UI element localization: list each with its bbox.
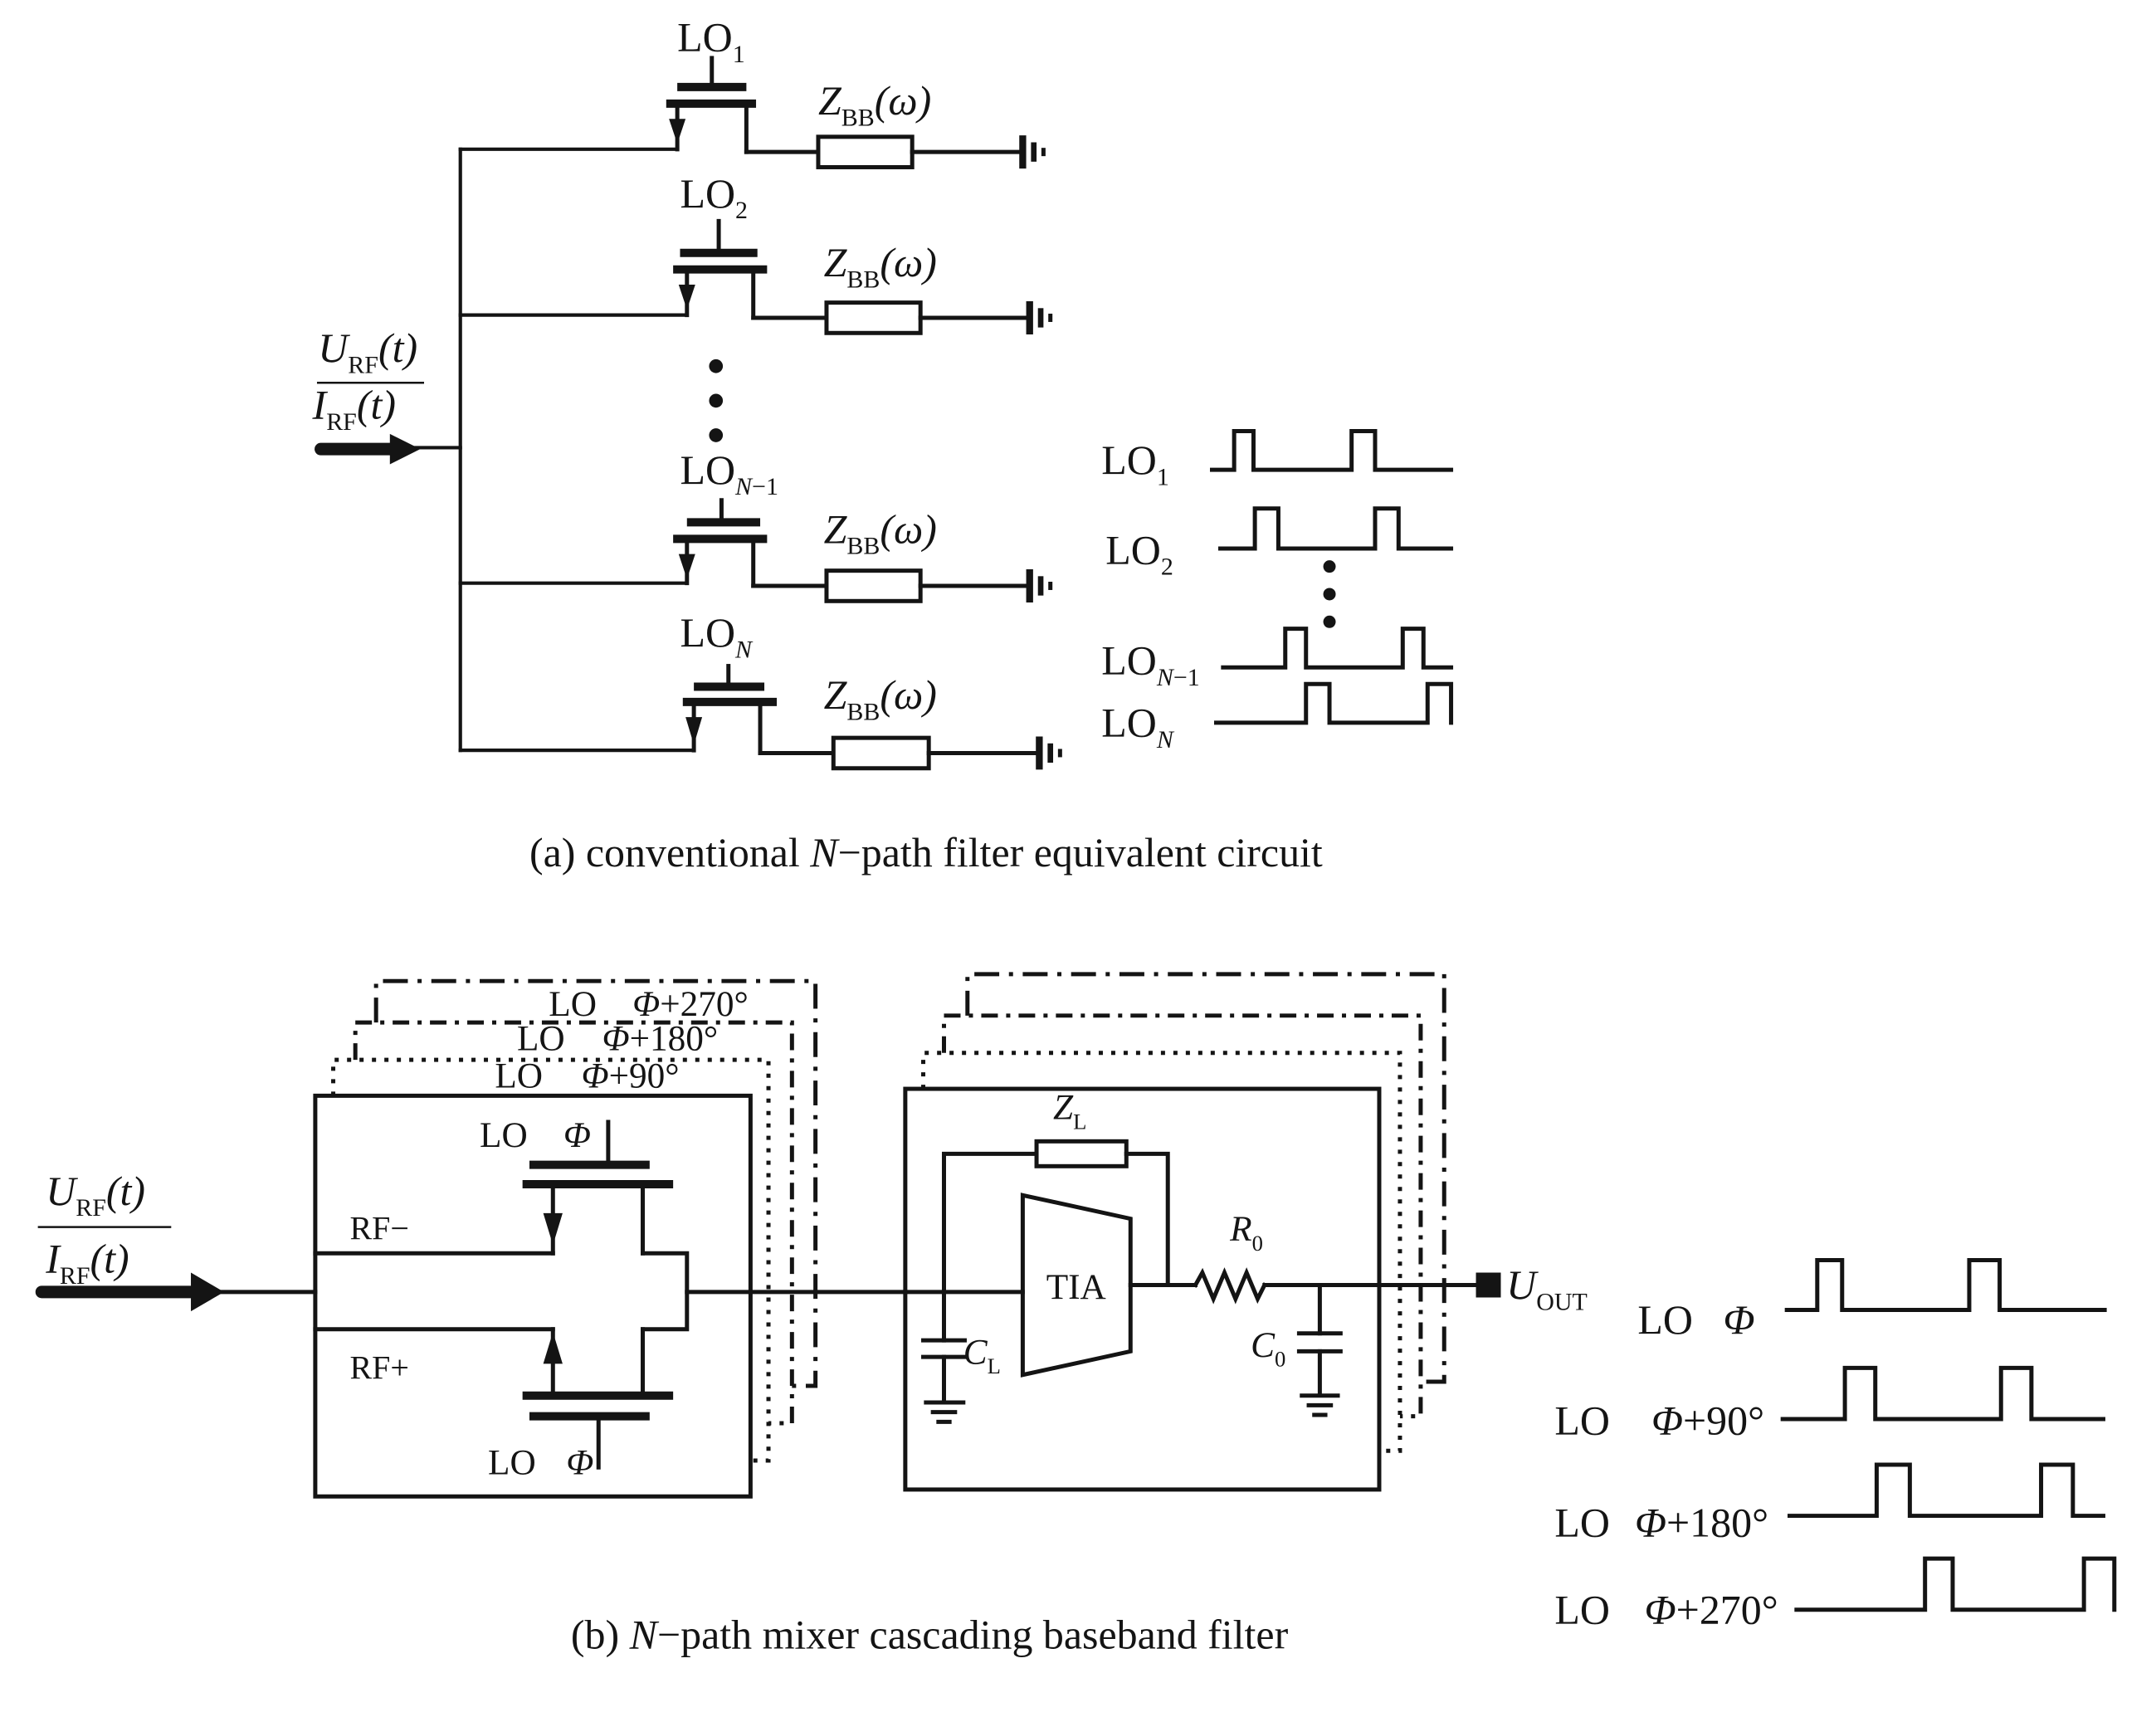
filter-box (903, 1086, 1382, 1492)
waveform-phi-90 (1780, 1365, 2105, 1422)
caption-a: (a) conventional N−path filter equivalen… (529, 829, 1323, 876)
baseband-impedance (824, 568, 923, 603)
mixer-layer-180 (353, 1020, 794, 1426)
ground-symbol (1026, 569, 1053, 602)
path-ellipsis (709, 358, 724, 442)
mixer-layer-90 (331, 1057, 771, 1463)
path-n-minus-1-lo-label: LON−1 (680, 446, 778, 500)
waveform-lo1-label: LO1 (1101, 437, 1169, 490)
waveform-lo-n (1214, 681, 1454, 725)
input-voltage-label: URF(t) (46, 1168, 145, 1222)
path-1: LO1 ZBB(ω) (458, 14, 1046, 169)
rf-plus-label: RF+ (350, 1349, 409, 1387)
tia-amplifier (1020, 1193, 1133, 1378)
rf-minus-label: RF− (350, 1210, 409, 1247)
mixer-layer-270 (373, 978, 818, 1388)
output-resistor-label: R0 (1229, 1209, 1263, 1256)
feedback-wire-right (1124, 1151, 1170, 1287)
feedback-impedance (1034, 1139, 1129, 1168)
baseband-impedance (816, 134, 915, 169)
path-2-impedance-label: ZBB(ω) (824, 239, 937, 293)
input-arrow-head (389, 433, 421, 465)
path-1-impedance-label: ZBB(ω) (818, 77, 931, 131)
input-current-label: IRF(t) (312, 382, 396, 436)
caption-b: (b) N−path mixer cascading baseband filt… (571, 1611, 1289, 1657)
filter-layer-180 (941, 1013, 1423, 1419)
filter-layer-270 (965, 972, 1446, 1384)
top-switch-transistor (522, 1119, 674, 1256)
source-arrow (678, 554, 695, 579)
ground-symbol (1019, 135, 1046, 169)
baseband-impedance (831, 735, 931, 771)
part-a-input: URF(t) IRF(t) (312, 324, 462, 465)
path-n-impedance-label: ZBB(ω) (824, 671, 937, 725)
baseband-filter-block: ZL CL TIA R0 (903, 1086, 1382, 1492)
part-a-clock-waveforms: LO1 LO2 LON−1 LON (1101, 428, 1454, 754)
waveform-lo-n-label: LON (1101, 699, 1175, 753)
waveform-lo1 (1210, 428, 1454, 472)
source-arrow (543, 1332, 563, 1364)
path-n-minus-1: LON−1 ZBB(ω) (458, 446, 1053, 603)
mixer-output-node (641, 1251, 690, 1332)
input-current-label: IRF(t) (45, 1236, 129, 1290)
part-a-circuit: URF(t) IRF(t) LO1 ZBB (312, 14, 1454, 876)
mixer-box (313, 1093, 753, 1499)
baseband-impedance (824, 300, 923, 335)
ground-symbol (1036, 736, 1062, 770)
filter-layer-90 (921, 1051, 1402, 1453)
waveform-lo-n-minus-1 (1221, 627, 1454, 670)
feedback-wire-left (941, 1151, 1039, 1295)
ground-symbol (1026, 300, 1053, 334)
waveform-phi-180 (1788, 1462, 2105, 1519)
part-b-output: UOUT (1377, 1261, 1588, 1315)
tia-label: TIA (1046, 1267, 1106, 1307)
feedback-impedance-label: ZL (1053, 1088, 1086, 1134)
input-voltage-label: URF(t) (318, 324, 417, 378)
output-voltage-label: UOUT (1506, 1261, 1588, 1315)
bottom-switch-transistor (522, 1327, 674, 1470)
waveform-phi-270 (1794, 1556, 2117, 1612)
waveform-lo2-label: LO2 (1105, 526, 1173, 580)
waveform-lo2 (1218, 506, 1454, 551)
path-2-lo-label: LO2 (680, 170, 748, 224)
path-2: LO2 ZBB(ω) (458, 170, 1053, 335)
source-arrow (669, 119, 686, 144)
output-terminal (1476, 1272, 1501, 1298)
input-capacitor (921, 1290, 967, 1424)
path-n: LON ZBB(ω) (458, 609, 1062, 771)
filter-phase-layers (921, 972, 1446, 1453)
output-resistor (1193, 1267, 1268, 1305)
waveform-ellipsis (1323, 560, 1336, 628)
source-arrow (678, 285, 695, 310)
part-b-input: URF(t) IRF(t) (35, 1168, 318, 1312)
path-1-lo-label: LO1 (677, 14, 745, 68)
path-n-lo-label: LON (680, 609, 754, 663)
source-arrow (543, 1212, 563, 1246)
waveform-lo-n-minus-1-label: LON−1 (1101, 637, 1199, 691)
source-arrow (685, 717, 703, 745)
waveform-phi (1784, 1258, 2107, 1312)
output-capacitor-label: C0 (1251, 1325, 1285, 1372)
path-n-minus-1-impedance-label: ZBB(ω) (824, 505, 937, 559)
input-capacitor-label: CL (963, 1332, 1001, 1378)
input-arrow-head (191, 1272, 224, 1312)
output-capacitor (1296, 1283, 1343, 1417)
